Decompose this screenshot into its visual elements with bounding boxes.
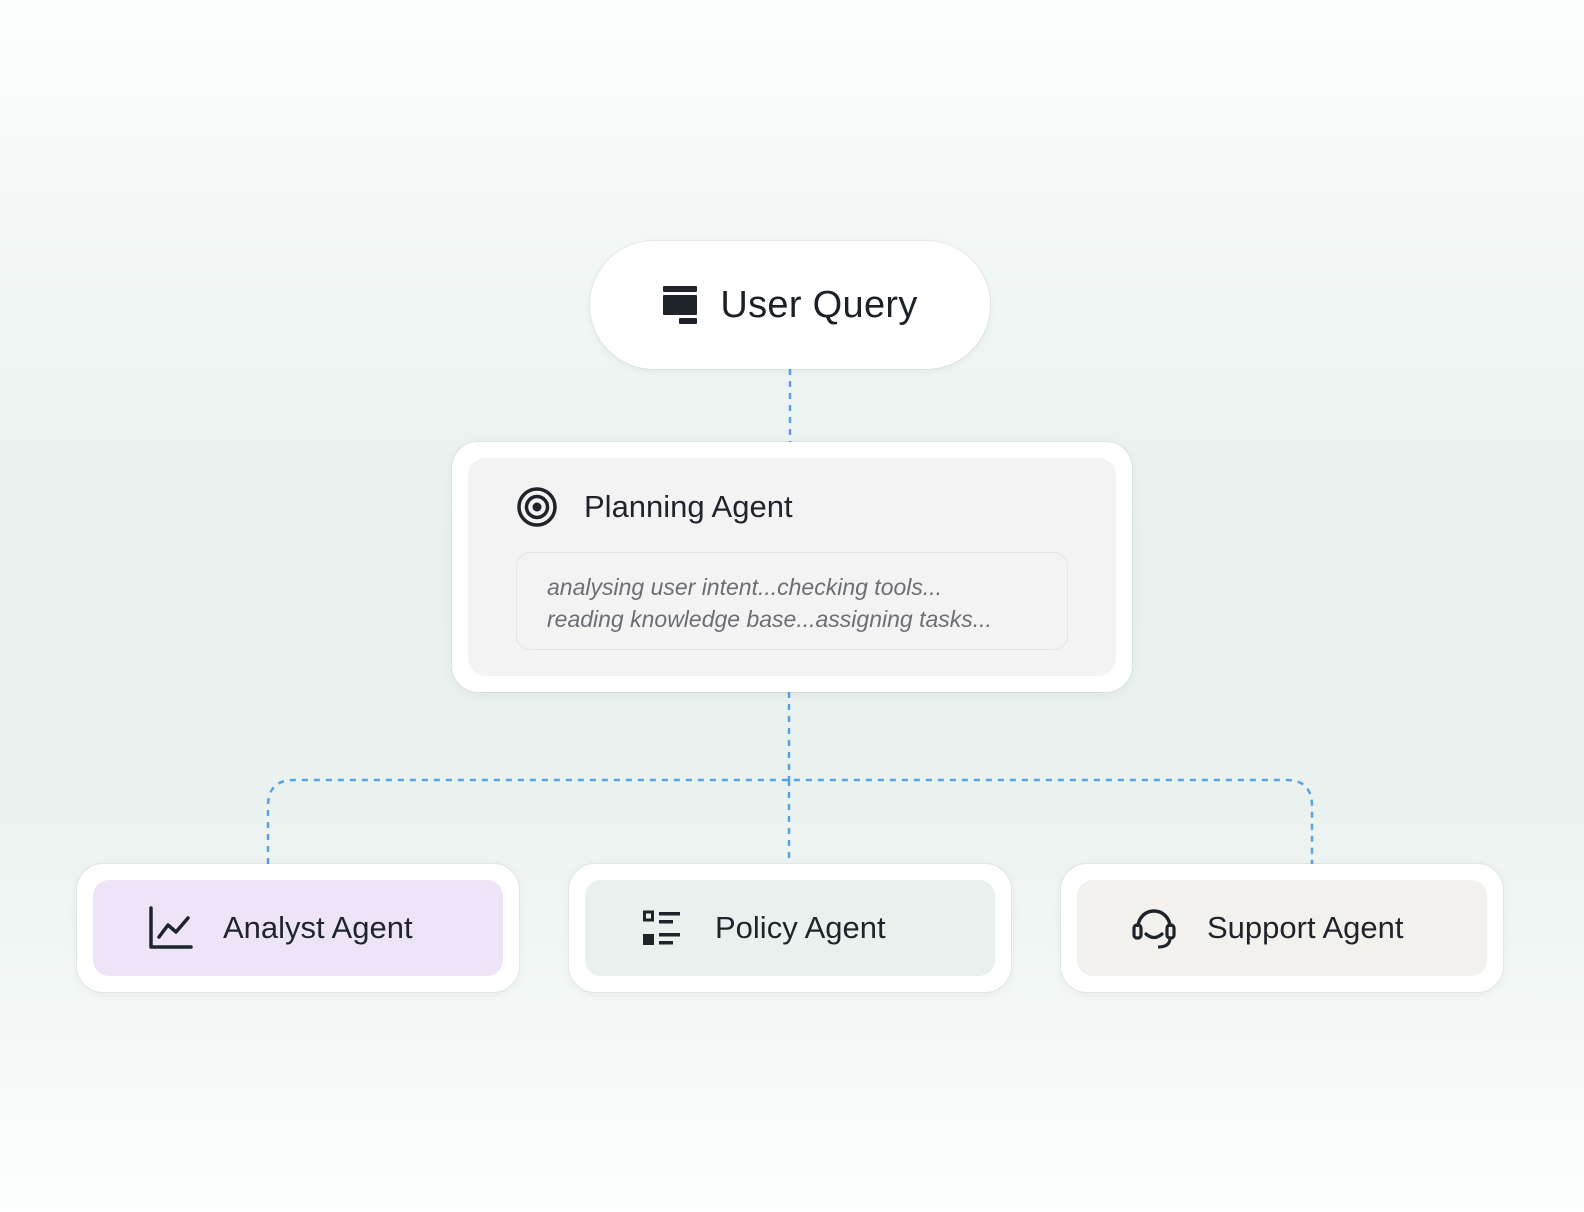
list-icon (639, 905, 685, 951)
planning-agent-card[interactable]: Planning Agent analysing user intent...c… (452, 442, 1132, 692)
user-query-label: User Query (720, 283, 918, 326)
window-icon (662, 285, 698, 325)
planning-agent-label: Planning Agent (584, 489, 793, 524)
policy-agent-label: Policy Agent (715, 910, 886, 945)
analyst-agent-label: Analyst Agent (223, 910, 413, 945)
headset-icon (1131, 905, 1177, 951)
status-line: reading knowledge base...assigning tasks… (547, 606, 992, 632)
connector-branch-horizontal (266, 778, 1314, 864)
support-agent-card[interactable]: Support Agent (1061, 864, 1503, 992)
analyst-agent-card[interactable]: Analyst Agent (77, 864, 519, 992)
support-agent-inner: Support Agent (1077, 880, 1487, 976)
policy-agent-inner: Policy Agent (585, 880, 995, 976)
analyst-agent-inner: Analyst Agent (93, 880, 503, 976)
planning-agent-status: analysing user intent...checking tools..… (516, 552, 1068, 650)
line-chart-icon (147, 905, 193, 951)
planning-agent-inner: Planning Agent analysing user intent...c… (468, 458, 1116, 676)
status-line: analysing user intent...checking tools..… (547, 574, 943, 600)
target-icon (516, 486, 558, 528)
support-agent-label: Support Agent (1207, 910, 1404, 945)
user-query-node[interactable]: User Query (590, 241, 990, 369)
planning-agent-header: Planning Agent (516, 484, 1068, 530)
policy-agent-card[interactable]: Policy Agent (569, 864, 1011, 992)
